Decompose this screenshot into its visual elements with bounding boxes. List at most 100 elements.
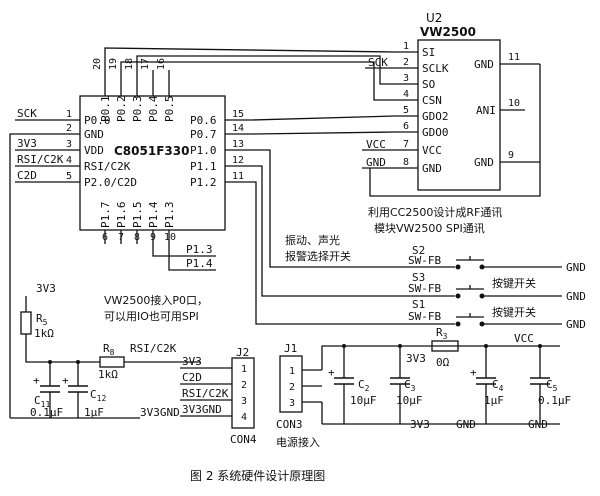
switch-note-line1: 振动、声光 — [285, 233, 340, 247]
mcu-pin-number: 7 — [118, 232, 124, 243]
connector-j1: J1 1 2 3 CON3 电源接入 — [276, 342, 322, 449]
switch-ref: S3 — [412, 271, 425, 284]
reset-note-line2: 可以用IO也可用SPI — [104, 310, 199, 323]
svg-text:2: 2 — [289, 382, 295, 393]
mcu-pin-name: P0.6 — [190, 114, 217, 127]
resistor-r3 — [431, 340, 459, 352]
mcu-pin-name: P0.3 — [131, 96, 144, 123]
u2-pin-number: 2 — [403, 57, 409, 68]
j1-name: CON3 — [276, 418, 303, 431]
u2-pin-name: GDO2 — [422, 110, 449, 123]
u2-chip — [417, 39, 501, 191]
gnd-label: GND — [566, 318, 586, 331]
svg-text:2: 2 — [241, 380, 247, 391]
mcu-pin-name: P0.7 — [190, 128, 217, 141]
u2-pin-name: SO — [422, 78, 435, 91]
u2-note-line1: 利用CC2500设计成RF通讯 — [368, 206, 502, 219]
u2-pin-number: 6 — [403, 121, 409, 132]
mcu-pin-name: P0.5 — [163, 96, 176, 123]
switch-ref: S1 — [412, 298, 425, 311]
switch-s2: S2 SW-FB GND — [252, 149, 586, 274]
net-label: VCC — [366, 138, 386, 151]
j1-label: 电源接入 — [276, 435, 320, 449]
cap-ref: C2 — [358, 378, 370, 393]
mcu-pin-name: RSI/C2K — [84, 160, 131, 173]
mcu-pin-name: P2.0/C2D — [84, 176, 137, 189]
net-label: 3V3 — [406, 352, 426, 365]
u2-pin-number: 3 — [403, 73, 409, 84]
net-label: GND — [456, 418, 476, 431]
net-label: RSI/C2K — [130, 342, 177, 355]
mcu-pin-name: P1.3 — [163, 202, 176, 229]
c12-value: 1μF — [84, 406, 104, 419]
mcu-pin-number: 4 — [66, 155, 72, 166]
switch-label: 按键开关 — [492, 276, 536, 290]
mcu-pin-number: 2 — [66, 123, 72, 134]
net-label: SCK — [17, 107, 37, 120]
switch-s1: S1 SW-FB 按键开关 GND — [252, 181, 586, 331]
figure-caption: 图 2 系统硬件设计原理图 — [190, 469, 325, 483]
c11-ref: C11 — [34, 394, 50, 409]
mcu-pin-name: P1.0 — [190, 144, 217, 157]
svg-text:+: + — [62, 374, 69, 387]
svg-text:+: + — [470, 366, 477, 379]
u2-pin-name: SI — [422, 46, 435, 59]
net-label: 3V3GND — [182, 403, 222, 416]
cap-ref: C5 — [546, 378, 558, 393]
mcu-pin-number: 19 — [108, 58, 119, 70]
c12-ref: C12 — [90, 388, 106, 403]
mcu-pin-number: 16 — [156, 58, 167, 70]
net-label: P1.4 — [186, 257, 213, 270]
cap-ref: C4 — [492, 378, 504, 393]
r3-ref: R3 — [436, 326, 448, 341]
u2-pin-name: VCC — [422, 144, 442, 157]
j1-ref: J1 — [284, 342, 297, 355]
mcu-pin-name: P0.1 — [99, 96, 112, 123]
r3-value: 0Ω — [436, 356, 450, 369]
u2-ref: U2 — [426, 11, 442, 25]
u2-part: VW2500 — [420, 25, 476, 39]
mcu-pin-name: VDD — [84, 144, 104, 157]
r5-value: 1kΩ — [34, 327, 54, 340]
switch-label: 按键开关 — [492, 305, 536, 319]
svg-text:1: 1 — [289, 366, 295, 377]
mcu-pin-name: P1.7 — [99, 202, 112, 229]
u2-pin-number: 1 — [403, 41, 409, 52]
cap-value: 10μF — [350, 394, 377, 407]
r5-ref: R5 — [36, 312, 48, 327]
net-label: C2D — [182, 371, 202, 384]
mcu-pin-number: 14 — [232, 123, 244, 134]
r8-value: 1kΩ — [98, 368, 118, 381]
power-network: 3V3 VCC R3 0Ω + C2 10μF C3 10μF + C4 1μF… — [321, 326, 571, 431]
mcu-pin-number: 13 — [232, 139, 244, 150]
cap-value: 0.1μF — [538, 394, 571, 407]
mcu-pin-number: 12 — [232, 155, 244, 166]
switch-s3: S3 SW-FB 按键开关 GND — [252, 165, 586, 303]
net-label: P1.3 — [186, 243, 213, 256]
mcu-pin-name: P1.1 — [190, 160, 217, 173]
connector-j2: J2 1 2 3 4 3V3 C2D RSI/C2K 3V3GND CON4 — [180, 346, 257, 446]
cap-value: 1μF — [484, 394, 504, 407]
j2-name: CON4 — [230, 433, 257, 446]
mcu-pin-number: 5 — [66, 171, 72, 182]
u2-pin-name: GND — [474, 156, 494, 169]
resistor-r8 — [99, 356, 125, 368]
mcu-pin-number: 8 — [134, 232, 140, 243]
mcu-pin-number: 11 — [232, 171, 244, 182]
net-label: 3V3 — [182, 355, 202, 368]
mcu-pin-number: 17 — [140, 58, 151, 70]
mcu-pin-number: 1 — [66, 109, 72, 120]
u2-pin-number: 7 — [403, 139, 409, 150]
switch-part: SW-FB — [408, 310, 441, 323]
mcu-pin-name: P0.4 — [147, 95, 160, 122]
net-label: 3V3GND — [140, 406, 180, 419]
u2-pin-number: 10 — [508, 98, 520, 109]
switch-part: SW-FB — [408, 282, 441, 295]
u2-pin-name: GND — [422, 162, 442, 175]
svg-text:+: + — [328, 366, 335, 379]
mcu-pin-number: 9 — [150, 232, 156, 243]
net-label: 3V3 — [17, 137, 37, 150]
svg-text:+: + — [33, 374, 40, 387]
